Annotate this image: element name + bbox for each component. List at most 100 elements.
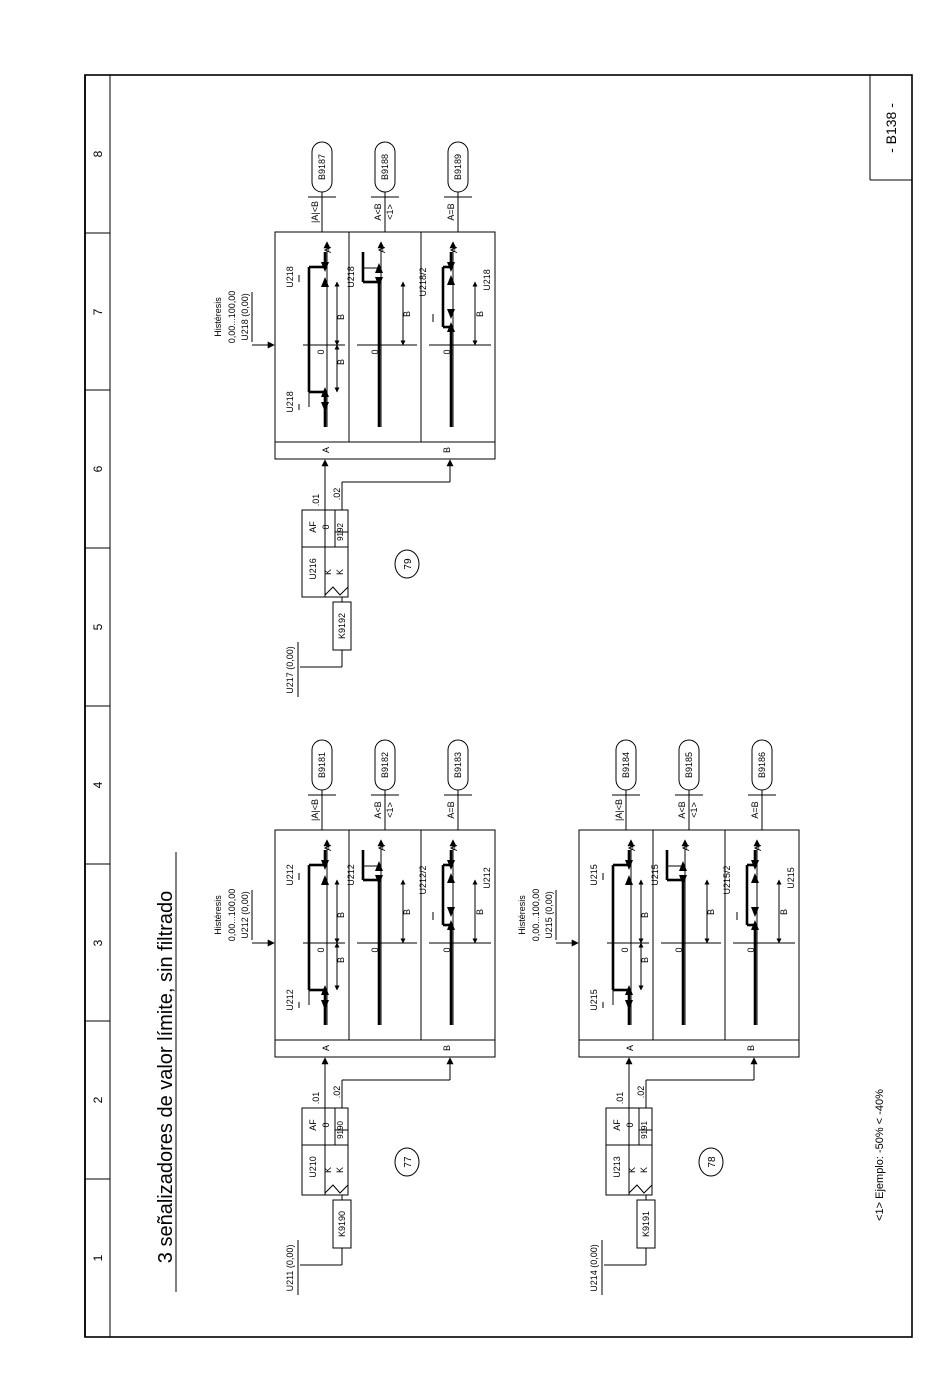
binector-label: B9186 [757, 752, 767, 778]
switch-marker [751, 920, 759, 930]
hysteresis-label: Histéresis [213, 297, 223, 337]
switch-marker [447, 860, 455, 870]
switch-marker [447, 920, 455, 930]
b-label: B [402, 909, 412, 915]
selector-index: .01 [615, 1092, 625, 1105]
binector-label: B9185 [684, 752, 694, 778]
input-b-label: B [442, 447, 452, 453]
switch-marker [751, 860, 759, 870]
hysteresis-right: U215 [786, 867, 796, 889]
hysteresis-right: U218 [285, 266, 295, 288]
hysteresis-label: Histéresis [213, 895, 223, 935]
selector-index-0: 0 [625, 1122, 635, 1127]
selector-param: U213 [612, 1156, 622, 1178]
axis-label: A [449, 247, 459, 253]
switch-marker [625, 875, 633, 885]
b-label: B [336, 359, 346, 365]
input-param: U217 (0,00) [285, 646, 295, 694]
hysteresis-range: 0,00...100,00 [531, 889, 541, 942]
zero-label: 0 [746, 947, 756, 952]
hysteresis-range: 0,00...100,00 [227, 291, 237, 344]
hysteresis-param: U218 (0,00) [240, 293, 250, 341]
condition-label: A<B [373, 801, 383, 818]
connector-label: K9192 [337, 613, 347, 639]
b-label: B [336, 912, 346, 918]
selector-type: K [335, 569, 345, 575]
input-b-label: B [442, 1045, 452, 1051]
column-strip: 8 7 6 5 4 3 2 1 [85, 150, 110, 1261]
zero-label: 0 [370, 947, 380, 952]
switch-marker [321, 262, 329, 272]
selector-index: .01 [311, 494, 321, 507]
switch-marker [625, 1000, 633, 1010]
column-number: 6 [91, 465, 105, 472]
switch-marker [625, 985, 633, 995]
hysteresis-left: U212/2 [418, 865, 428, 894]
hysteresis-left: U215 [650, 864, 660, 886]
switch-marker [321, 1000, 329, 1010]
block-number: 79 [403, 558, 414, 570]
selector-type: K [323, 1167, 333, 1173]
condition-label: |A|<B [310, 799, 320, 821]
hysteresis-left: U215/2 [722, 865, 732, 894]
connector-symbol [324, 1184, 349, 1194]
input-param: U214 (0,00) [589, 1244, 599, 1292]
axis-label: A [377, 845, 387, 851]
connector-symbol [628, 1184, 653, 1194]
binector-label: B9188 [380, 154, 390, 180]
switch-marker [447, 873, 455, 883]
switch-marker [447, 907, 455, 917]
condition-label: A=B [750, 801, 760, 818]
b-label: B [336, 314, 346, 320]
selector-value: 9190 [336, 1121, 345, 1139]
zero-label: 0 [316, 349, 326, 354]
zero-label: 0 [442, 947, 452, 952]
block-number: 78 [707, 1156, 718, 1168]
column-number: 1 [91, 1254, 105, 1261]
selector-value: 9191 [640, 1121, 649, 1139]
selector-af: AF [612, 1119, 622, 1131]
hysteresis-range: 0,00...100,00 [227, 889, 237, 942]
condition-label: A=B [446, 801, 456, 818]
switch-marker [447, 322, 455, 332]
column-number: 8 [91, 150, 105, 157]
switch-marker [375, 277, 383, 287]
switch-marker [679, 875, 687, 885]
switch-marker [321, 402, 329, 412]
b-label: B [475, 311, 485, 317]
binector-label: B9182 [380, 752, 390, 778]
column-number: 7 [91, 308, 105, 315]
axis-label: A [681, 845, 691, 851]
condition-note: <1> [385, 204, 395, 220]
selector-value: 9192 [336, 523, 345, 541]
condition-note: <1> [689, 802, 699, 818]
hysteresis-right: U218 [482, 269, 492, 291]
selector-type: K [639, 1167, 649, 1173]
switch-marker [321, 875, 329, 885]
hysteresis-left: U212 [346, 864, 356, 886]
condition-label: |A|<B [310, 201, 320, 223]
connector-label: K9190 [337, 1211, 347, 1237]
hysteresis-left: U218/2 [418, 267, 428, 296]
b-label: B [402, 311, 412, 317]
axis-label: A [449, 845, 459, 851]
axis-label: A [627, 845, 637, 851]
hysteresis-right: U212 [285, 864, 295, 886]
zero-label: 0 [674, 947, 684, 952]
switch-marker [321, 860, 329, 870]
selector-index: .02 [332, 488, 342, 501]
binector-label: B9189 [453, 154, 463, 180]
block-number-circle [394, 1147, 420, 1177]
axis-label: A [377, 247, 387, 253]
selector-param: U216 [308, 558, 318, 580]
